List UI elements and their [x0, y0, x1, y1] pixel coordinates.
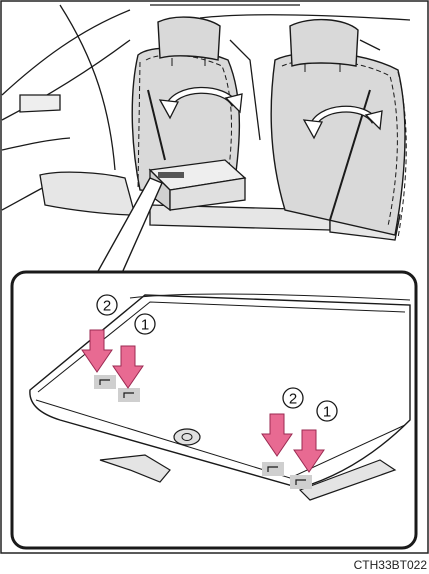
center-armrest	[150, 160, 245, 210]
svg-text:1: 1	[141, 317, 149, 334]
svg-text:1: 1	[323, 404, 331, 421]
callout-right-2: 2	[283, 388, 303, 408]
lever-right-front[interactable]	[290, 475, 312, 489]
lever-left-back[interactable]	[94, 375, 116, 389]
figure-code-label: CTH33BT022	[354, 558, 428, 572]
lever-left-front[interactable]	[118, 388, 140, 402]
callout-left-1: 1	[135, 314, 155, 334]
inset-detail-panel: 2 1 2 1	[12, 272, 416, 548]
lever-right-back[interactable]	[262, 462, 284, 476]
callout-right-1: 1	[317, 401, 337, 421]
svg-text:2: 2	[289, 391, 297, 408]
right-seatback	[271, 20, 406, 238]
callout-left-2: 2	[97, 295, 117, 315]
svg-text:2: 2	[103, 298, 111, 315]
